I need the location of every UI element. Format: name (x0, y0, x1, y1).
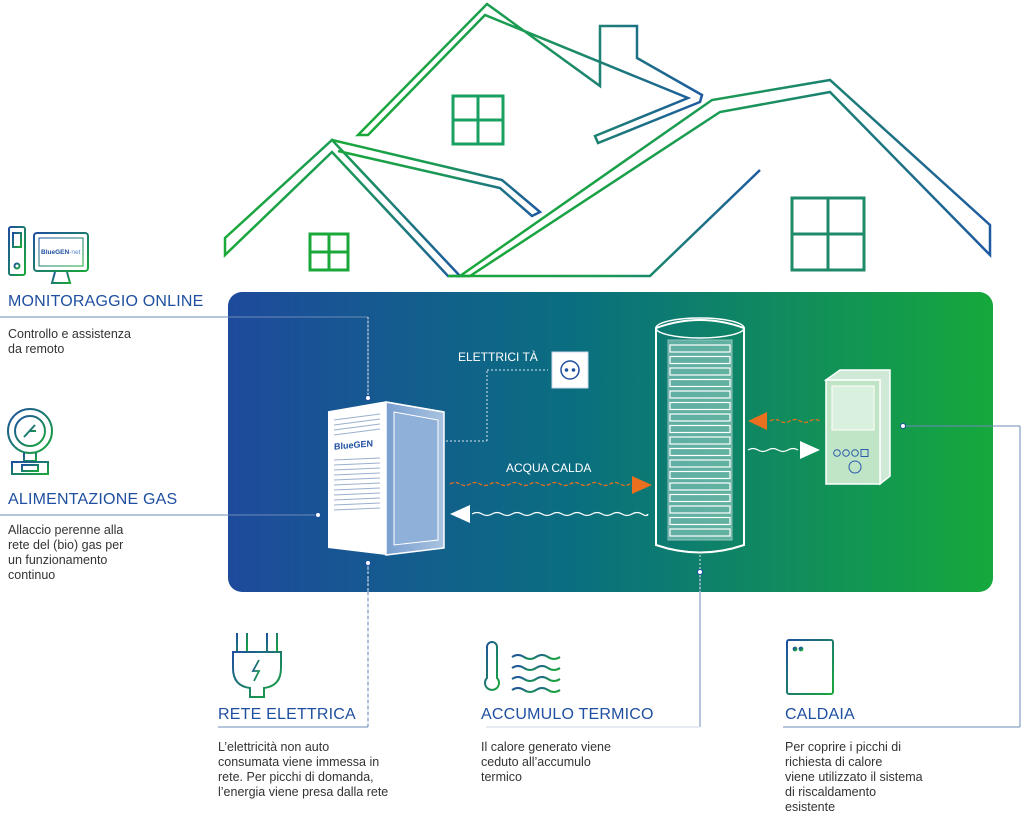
acqua-calda-label: ACQUA CALDA (506, 461, 592, 475)
tank-slat (669, 447, 731, 457)
rete-desc: L’elettricità non auto consumata viene i… (218, 740, 389, 799)
tank-slat (669, 470, 731, 480)
house-outline (223, 2, 992, 278)
heat-storage-tank (655, 317, 745, 554)
accumulo-title: ACCUMULO TERMICO (481, 706, 654, 723)
tank-slat (669, 482, 731, 491)
eave-line (448, 169, 761, 278)
boiler-hot-arrow (748, 412, 821, 430)
upper-roof (355, 2, 704, 145)
window-left (308, 232, 350, 272)
monitoraggio-title: MONITORAGGIO ONLINE (8, 293, 204, 310)
monitor-screen-logo: BlueGEN-net (41, 249, 80, 256)
accumulo-desc: Il calore generato viene ceduto all’accu… (481, 740, 611, 784)
tank-slat (669, 413, 731, 422)
middle-roof (331, 138, 543, 218)
monitor-screen-brand: BlueGEN (41, 249, 70, 256)
tank-slats (669, 344, 731, 537)
tank-slat (669, 505, 731, 514)
tank-slat (669, 493, 731, 503)
plug-icon (232, 633, 282, 698)
socket-icon (551, 351, 589, 389)
hot-water-arrow (449, 476, 652, 494)
tank-slat (669, 367, 731, 376)
tank-slat (669, 378, 731, 388)
connector-lines (0, 316, 1021, 728)
right-roof (456, 78, 992, 278)
window-upper (451, 94, 505, 146)
gas-title: ALIMENTAZIONE GAS (8, 491, 178, 508)
caldaia-title: CALDAIA (785, 706, 855, 723)
tank-slat (669, 528, 731, 537)
house-windows (308, 94, 866, 272)
rete-title: RETE ELETTRICA (218, 706, 356, 723)
tank-slat (669, 401, 731, 411)
boiler-icon (786, 639, 834, 695)
gas-desc: Allaccio perenne alla rete del (bio) gas… (8, 523, 124, 582)
thermometer-waves-icon (484, 641, 561, 693)
monitoraggio-desc: Controllo e assistenza da remoto (8, 327, 131, 356)
bluegen-unit (327, 401, 445, 556)
boiler-unit (823, 369, 891, 486)
connector-dots (315, 395, 906, 575)
tank-slat (669, 436, 731, 445)
cold-water-return-arrow (450, 505, 649, 523)
computer-monitor-icon (8, 226, 89, 284)
left-roof (223, 138, 463, 278)
caldaia-desc: Per coprire i picchi di richiesta di cal… (785, 740, 923, 814)
boiler-return-arrow (747, 441, 820, 459)
tank-slat (669, 459, 731, 468)
monitor-screen-suffix: -net (69, 249, 81, 256)
tank-slat (669, 424, 731, 434)
gas-meter-icon (7, 408, 53, 475)
tank-slat (669, 390, 731, 399)
window-right (790, 196, 866, 272)
tank-slat (669, 355, 731, 365)
tank-slat (669, 516, 731, 526)
tank-slat (669, 344, 731, 353)
elettricita-label: ELETTRICI TÀ (458, 350, 538, 364)
